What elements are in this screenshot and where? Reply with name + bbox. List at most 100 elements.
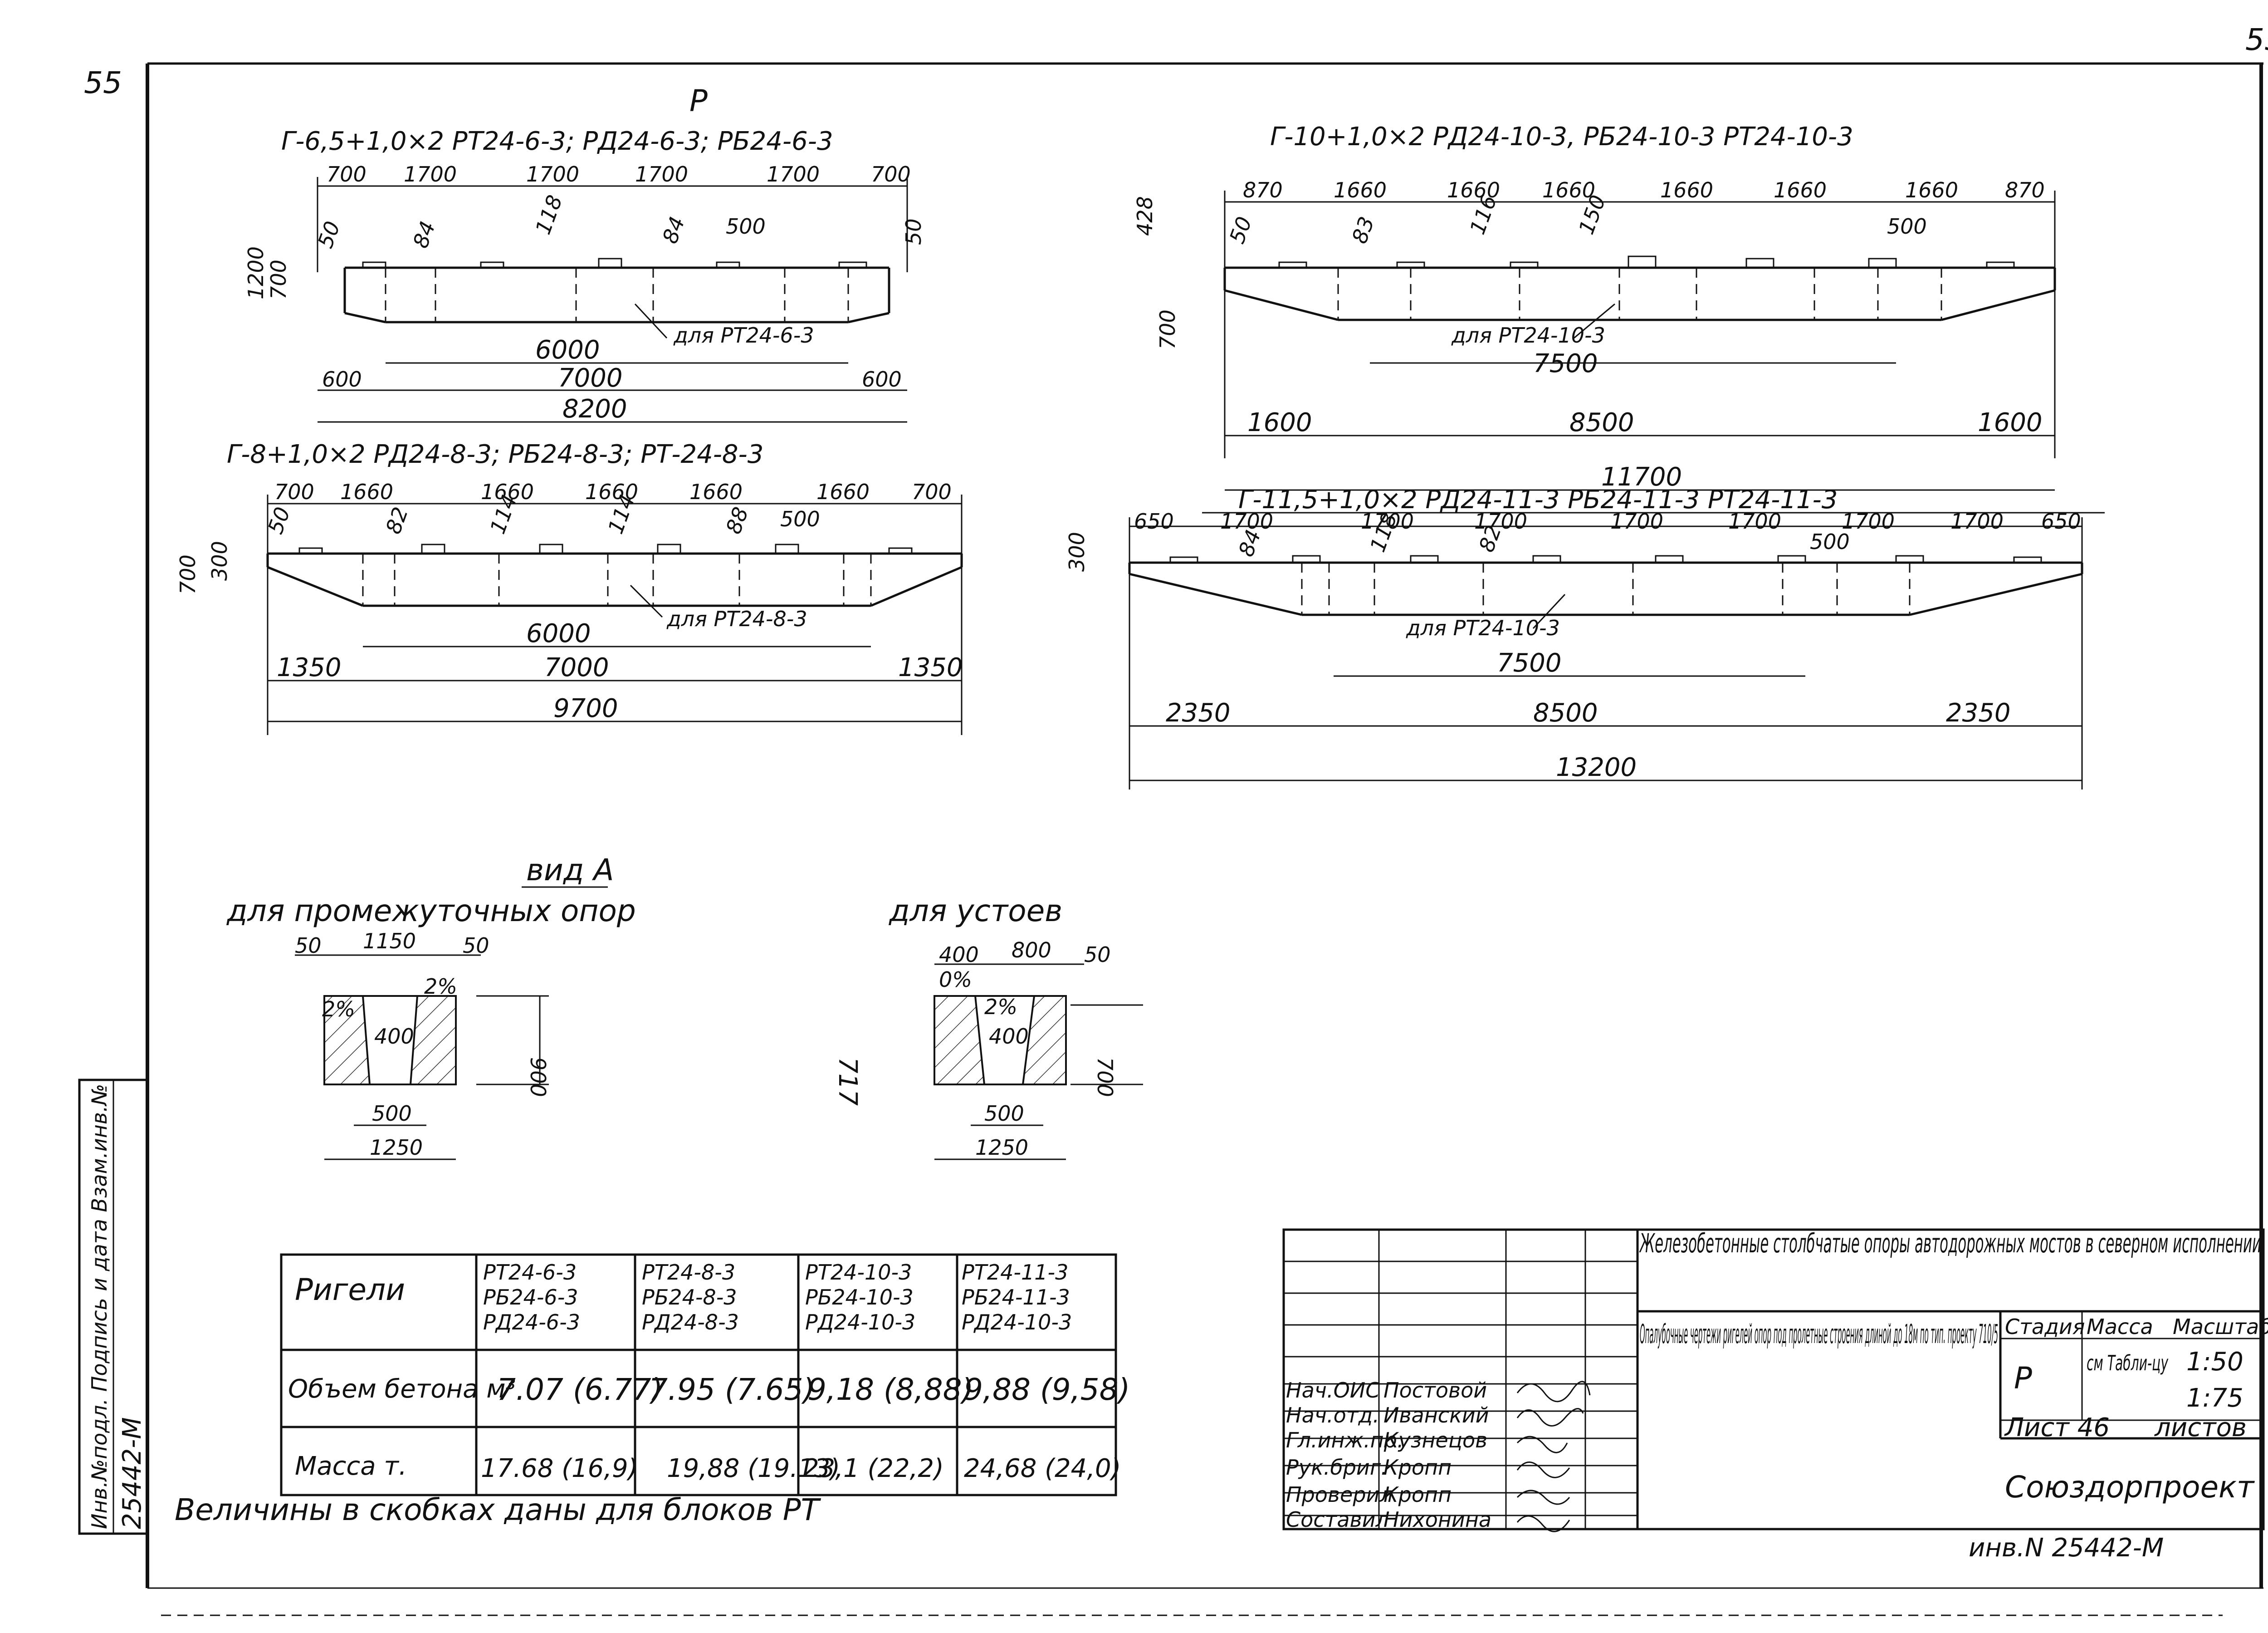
beam-2-dim: 7000 <box>544 653 609 682</box>
beam-2-dim: 1660 <box>340 480 393 504</box>
table-cell: 17.68 (16,9) <box>481 1454 638 1483</box>
beam-1-dim: 1700 <box>635 162 688 186</box>
mass-value: см Табли-цу <box>2087 1351 2168 1375</box>
beam-3-dim: 1600 <box>1247 408 1312 437</box>
beam-3-header: Г-10+1,0×2 РД24-10-3, РБ24-10-3 РТ24-10-… <box>1270 122 1853 152</box>
beam-4-dim: 2350 <box>1946 698 2011 728</box>
table-cell: 7.07 (6.77) <box>497 1372 663 1407</box>
beam-1-dim: 700 <box>327 162 367 186</box>
view-a: вид А для промежуточных опор 50 1150 50 … <box>226 853 1143 1160</box>
view-a-title: вид А <box>526 853 614 888</box>
beam-1-mark: 700 <box>266 260 291 299</box>
beam-3-dim: 1660 <box>1334 178 1387 202</box>
beam-2-header: Г-8+1,0×2 РД24-8-3; РБ24-8-3; РТ-24-8-3 <box>227 440 763 469</box>
signer-name: Нихонина <box>1383 1507 1491 1532</box>
beam-3-mark: 700 <box>1155 309 1180 349</box>
section-left-dim: 2% <box>322 997 355 1021</box>
beam-4-mark: 500 <box>1810 530 1850 554</box>
beam-2-mark: 700 <box>176 554 200 594</box>
beam-3-dim: 1660 <box>1542 178 1595 202</box>
beam-4-dim: 7500 <box>1497 648 1562 678</box>
section-right-dim: 1250 <box>975 1135 1028 1160</box>
title-block: Железобетонные столбчатые опоры автодоро… <box>1282 1228 2268 1563</box>
section-left-dim: 900 <box>526 1057 550 1097</box>
beam-1-dim: 600 <box>322 367 362 392</box>
beam-2-dim: 1350 <box>898 653 963 682</box>
beam-2-dim: 9700 <box>553 694 618 723</box>
section-right-dim: 400 <box>989 1024 1029 1049</box>
beam-1-dim: 7000 <box>558 363 623 393</box>
table-cell: 23,1 (22,2) <box>803 1454 944 1483</box>
section-left-dim: 500 <box>372 1101 412 1126</box>
beam-3-dim: 870 <box>1243 178 1283 202</box>
role-label: Гл.инж.пр. <box>1286 1428 1404 1452</box>
table-block-name: РБ24-8-3 <box>642 1285 737 1309</box>
table-block-name: РТ24-8-3 <box>642 1260 735 1285</box>
section-left-dim: 1150 <box>363 929 416 953</box>
beam-1-mark: 500 <box>726 214 766 239</box>
beam-3-mark: 83 <box>1347 213 1379 246</box>
project-title: Железобетонные столбчатые опоры автодоро… <box>1639 1228 2261 1259</box>
beam-3-dim: 1660 <box>1774 178 1827 202</box>
table-block-name: РБ24-6-3 <box>483 1285 578 1309</box>
beam-1-dim: 8200 <box>562 394 627 424</box>
data-table: Ригели РТ24-6-3 РБ24-6-3 РД24-6-3 РТ24-8… <box>175 1253 1130 1527</box>
beam-4-dim: 1700 <box>1950 509 2004 534</box>
view-a-right-caption: для устоев <box>889 893 1062 928</box>
beam-4-inner-label: для РТ24-10-3 <box>1406 616 1560 640</box>
signer-name: Кузнецов <box>1383 1428 1487 1452</box>
section-left-dim: 2% <box>424 974 457 999</box>
beam-4-dim: 13200 <box>1556 753 1637 782</box>
beam-4-dim: 650 <box>1134 509 1174 534</box>
beam-1-dim: 1700 <box>526 162 579 186</box>
beam-4-dim: 1700 <box>1610 509 1663 534</box>
beam-2-dim: 700 <box>912 480 952 504</box>
section-right-dim: 717 <box>833 1057 862 1106</box>
side-stamp-number: 25442-М <box>117 1417 147 1529</box>
beam-2-mark: 300 <box>207 541 232 581</box>
drawing-mark: Р <box>689 83 708 118</box>
beam-4-header: Г-11,5+1,0×2 РД24-11-3 РБ24-11-3 РТ24-11… <box>1238 485 1838 515</box>
sheet-title: Опалубочные чертежи ригелей опор под про… <box>1640 1319 1998 1349</box>
beam-1-mark: 84 <box>408 218 440 251</box>
section-abutment: 400 800 50 0% 2% 717 400 700 500 1250 <box>833 938 1143 1160</box>
role-label: Рук.бриг. <box>1286 1455 1388 1480</box>
table-row-label: Объем бетона м³ <box>288 1374 516 1404</box>
beam-2-dim: 1350 <box>277 653 342 682</box>
table-block-name: РД24-6-3 <box>483 1310 580 1334</box>
page-number-top: 55 <box>84 65 122 100</box>
role-label: Нач.ОИС <box>1286 1378 1380 1403</box>
beam-2-dim: 1660 <box>689 480 743 504</box>
beam-1-dim: 1700 <box>767 162 820 186</box>
section-right-dim: 500 <box>984 1101 1024 1126</box>
beam-drawing-3: Г-10+1,0×2 РД24-10-3, РБ24-10-3 РТ24-10-… <box>1133 122 2056 492</box>
section-right-dim: 0% <box>939 967 972 992</box>
sheet-number: Лист 46 <box>2004 1413 2110 1442</box>
beam-3-inner-label: для РТ24-10-3 <box>1451 323 1605 348</box>
signatures <box>1516 1381 1591 1532</box>
section-right-dim: 50 <box>1084 942 1111 967</box>
role-label: Нач.отд. <box>1286 1403 1379 1427</box>
scale-2: 1:75 <box>2186 1383 2244 1413</box>
beam-1-inner-label: для РТ24-6-3 <box>673 323 814 348</box>
beam-3-dim: 7500 <box>1533 349 1598 378</box>
beam-4-dim: 1700 <box>1220 509 1273 534</box>
beam-2-dim: 1660 <box>816 480 870 504</box>
beam-1-header: Г-6,5+1,0×2 РТ24-6-3; РД24-6-3; РБ24-6-3 <box>281 127 833 156</box>
beam-1-dim: 1700 <box>404 162 457 186</box>
mass-label: Масса <box>2087 1314 2153 1339</box>
beam-3-dim: 1600 <box>1978 408 2043 437</box>
table-block-name: РБ24-11-3 <box>962 1285 1070 1309</box>
beam-1-mark: 84 <box>658 213 690 246</box>
section-right-dim: 800 <box>1012 938 1051 962</box>
section-right-dim: 700 <box>1093 1057 1117 1097</box>
role-label: Проверил <box>1286 1482 1393 1507</box>
role-label: Составил <box>1286 1507 1389 1532</box>
signer-name: Кропп <box>1383 1482 1452 1507</box>
beam-3-dim: 1660 <box>1660 178 1713 202</box>
beam-2-dim: 700 <box>274 480 314 504</box>
page-number-right: 55 <box>2245 22 2268 57</box>
beam-4-dim: 1700 <box>1361 509 1414 534</box>
beam-2-dim: 6000 <box>526 619 591 648</box>
beam-3-mark: 50 <box>1225 213 1257 246</box>
